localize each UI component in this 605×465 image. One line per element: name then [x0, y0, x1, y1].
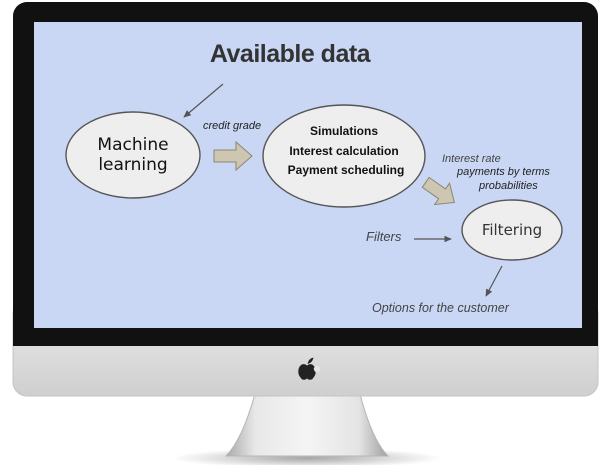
block-arrow-to-filtering: [421, 176, 456, 206]
diagram-title: Available data: [210, 40, 372, 68]
probabilities-label: probabilities: [478, 180, 538, 192]
monitor-bezel-lower: [13, 330, 598, 346]
monitor-stand: [224, 393, 390, 457]
simulations-line-2: Interest calculation: [289, 144, 398, 158]
options-arrow: [485, 265, 503, 297]
machine-learning-line-1: Machine: [97, 135, 168, 155]
simulations-line-1: Simulations: [310, 124, 378, 138]
payments-by-terms-label: payments by terms: [456, 166, 550, 178]
node-machine-learning: Machine learning: [65, 111, 201, 199]
filters-label: Filters: [366, 229, 402, 244]
node-simulations: Simulations Interest calculation Payment…: [262, 104, 426, 208]
filtering-label: Filtering: [482, 221, 542, 239]
apple-logo-icon: [298, 357, 321, 380]
available-data-arrow: [183, 83, 224, 118]
options-label: Options for the customer: [372, 301, 510, 315]
node-filtering: Filtering: [461, 199, 563, 261]
block-arrow-to-simulations: [213, 140, 253, 172]
interest-rate-label: Interest rate: [442, 153, 501, 165]
machine-learning-line-2: learning: [98, 155, 167, 175]
credit-grade-label: credit grade: [203, 120, 261, 132]
simulations-line-3: Payment scheduling: [288, 163, 405, 177]
